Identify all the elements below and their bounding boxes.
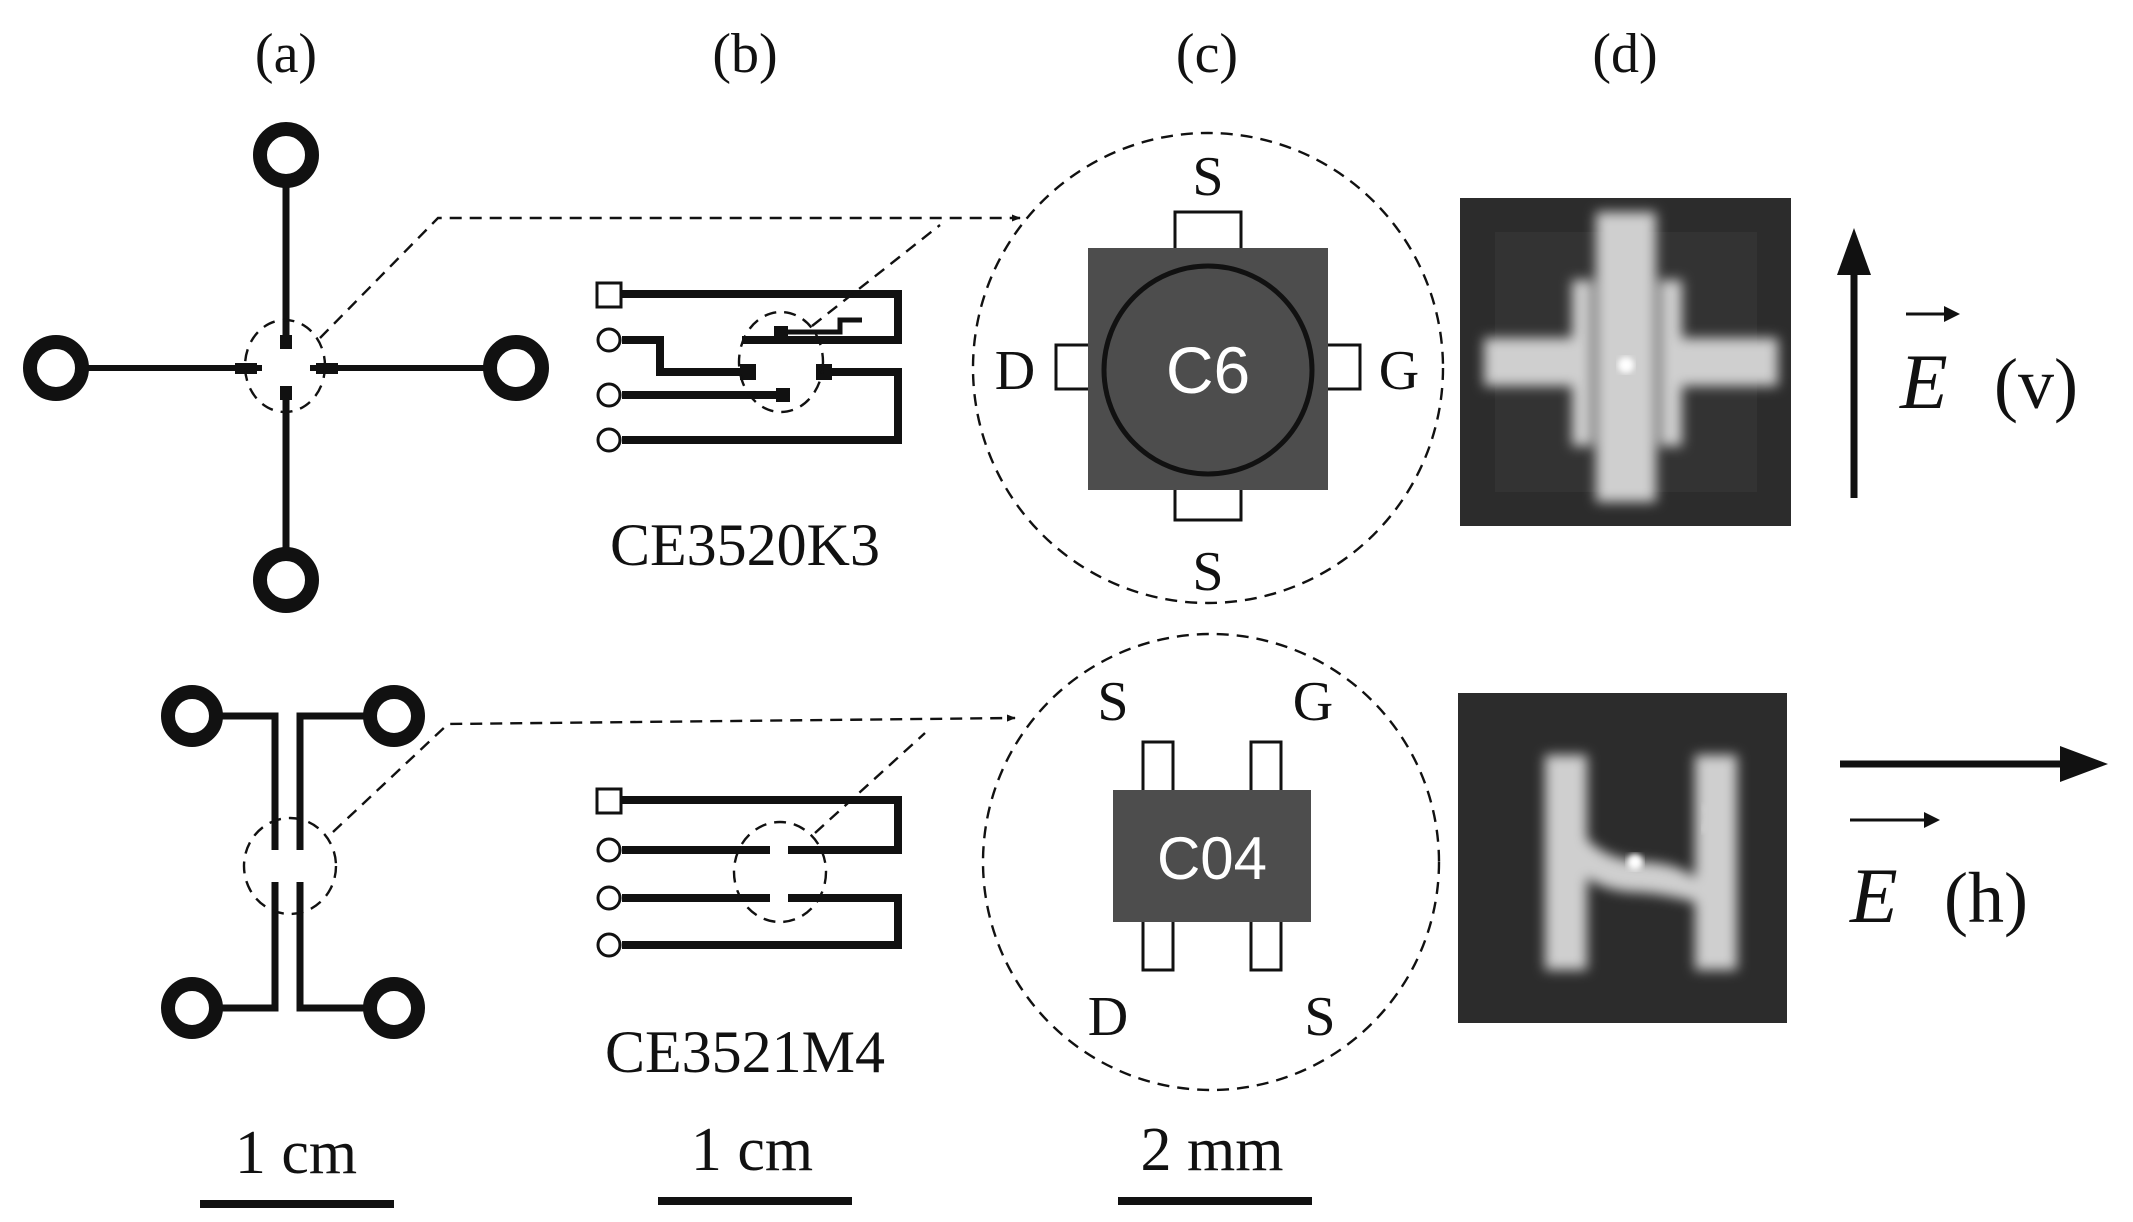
e-field-symbol-v: E (1899, 338, 1948, 425)
pin-bottom-left-d: D (1088, 986, 1128, 1048)
polarization-mode-h: (h) (1944, 858, 2028, 938)
zoom-lines-a-to-b (319, 214, 1021, 833)
model-label-bottom: CE3521M4 (605, 1019, 885, 1085)
package-c6-label: C6 (1166, 333, 1250, 407)
panel-label-d: (d) (1592, 23, 1657, 85)
package-c04-label: C04 (1157, 825, 1267, 892)
h-antenna (161, 685, 425, 1039)
pin-bottom-right-s: S (1304, 986, 1335, 1048)
e-field-label-vertical: E (v) (1899, 306, 2078, 425)
package-c6-detail (971, 131, 1445, 605)
pin-top-left-s: S (1097, 671, 1128, 733)
pin-right-g: G (1379, 340, 1419, 402)
panel-label-c: (c) (1176, 23, 1238, 85)
image-result-vertical (1460, 198, 1791, 526)
pin-top-s: S (1192, 146, 1223, 208)
model-label-top: CE3520K3 (610, 512, 880, 578)
e-field-label-horizontal: E (h) (1849, 812, 2028, 939)
scalebar-c-label: 2 mm (1141, 1116, 1284, 1184)
package-c04-detail (981, 632, 1441, 1092)
pin-bottom-s: S (1192, 541, 1223, 603)
scalebar-b-label: 1 cm (691, 1116, 813, 1184)
scalebar-a: 1 cm (200, 1119, 394, 1208)
e-field-symbol-h: E (1849, 852, 1898, 939)
zoom-lines-b-to-c (811, 224, 941, 834)
panel-label-b: (b) (712, 23, 777, 85)
pin-top-right-g: G (1293, 671, 1333, 733)
package-c04-body (1113, 790, 1311, 922)
scalebar-c: 2 mm (1118, 1116, 1312, 1205)
polarization-arrow-vertical (1837, 228, 1871, 498)
polarization-mode-v: (v) (1994, 344, 2078, 424)
panel-label-a: (a) (255, 23, 317, 85)
pin-left-d: D (995, 340, 1035, 402)
image-result-horizontal (1458, 693, 1787, 1023)
pcb-layout-ce3520k3 (595, 281, 902, 453)
cross-antenna (23, 122, 549, 613)
scalebar-b: 1 cm (658, 1116, 852, 1205)
pcb-layout-ce3521m4 (595, 787, 902, 958)
package-c6-outline (1101, 263, 1315, 477)
scalebar-a-label: 1 cm (235, 1119, 357, 1187)
polarization-arrow-horizontal (1840, 746, 2108, 782)
